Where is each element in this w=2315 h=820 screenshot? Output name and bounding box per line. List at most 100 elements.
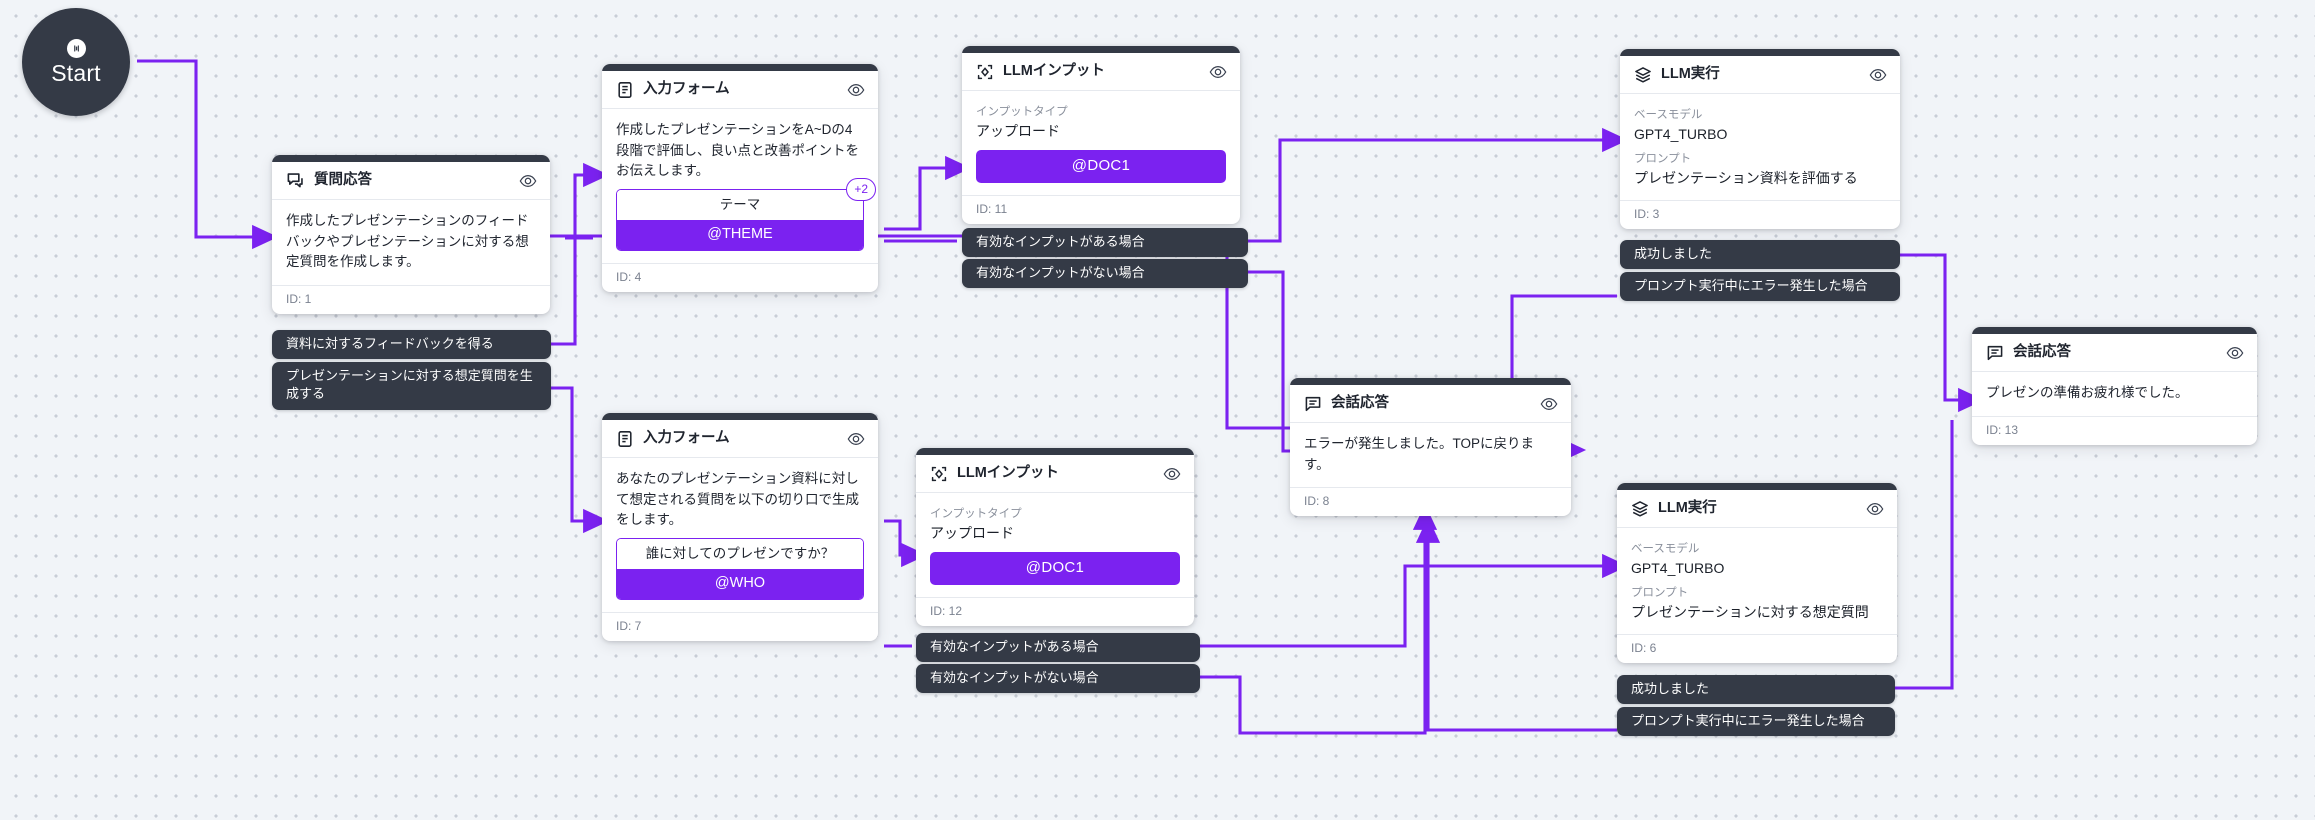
node-header: 会話応答 [1290, 385, 1571, 423]
doc-variable-pill[interactable]: @DOC1 [930, 551, 1180, 585]
node-title: LLM実行 [1658, 499, 1717, 516]
clipboard-icon [616, 81, 634, 99]
outcome-label-success-1[interactable]: 成功しました [1620, 240, 1900, 270]
outcome-label-text: 有効なインプットがない場合 [976, 265, 1145, 280]
node-chat-response-1[interactable]: 質問応答 作成したプレゼンテーションのフィードバックやプレゼンテーションに対する… [272, 155, 550, 314]
chat-response-icon [286, 171, 305, 190]
node-description: 作成したプレゼンテーションのフィードバックやプレゼンテーションに対する想定質問を… [286, 213, 529, 270]
prompt-value: プレゼンテーション資料を評価する [1634, 169, 1858, 186]
start-node[interactable]: Start [22, 8, 130, 116]
eye-icon[interactable] [1163, 465, 1181, 483]
node-title: 入力フォーム [643, 429, 730, 446]
node-body: インプットタイプ アップロード @DOC1 [916, 493, 1194, 598]
form-field-who[interactable]: 誰に対してのプレゼンですか？ @WHO [616, 537, 864, 601]
form-field-theme[interactable]: テーマ @THEME +2 [616, 177, 876, 252]
node-llm-exec-3[interactable]: LLM実行 ベースモデル GPT4_TURBO プロンプト プレゼンテーション資… [1620, 49, 1900, 230]
outcome-label-text: 資料に対するフィードバックを得る [286, 336, 494, 351]
outcome-label-generate-questions[interactable]: プレゼンテーションに対する想定質問を生成する [272, 362, 551, 410]
eye-icon[interactable] [847, 430, 865, 448]
outcome-label-feedback[interactable]: 資料に対するフィードバックを得る [272, 330, 551, 360]
outcome-label-valid-input-no-2[interactable]: 有効なインプットがない場合 [916, 664, 1200, 694]
node-conversation-response-8[interactable]: 会話応答 エラーが発生しました。TOPに戻ります。 ID: 8 [1290, 378, 1571, 517]
outcome-label-text: プロンプト実行中にエラー発生した場合 [1634, 278, 1868, 293]
base-model-value: GPT4_TURBO [1634, 126, 1728, 143]
eye-icon[interactable] [1209, 63, 1227, 81]
eye-icon[interactable] [519, 172, 537, 190]
node-id: ID: 4 [616, 270, 642, 285]
node-topbar [962, 46, 1240, 53]
form-variable: @THEME [617, 220, 863, 251]
llm-input-icon [930, 465, 948, 483]
node-topbar [272, 155, 550, 162]
outcome-label-valid-input-yes-1[interactable]: 有効なインプットがある場合 [962, 228, 1248, 258]
node-llm-input-11[interactable]: LLMインプット インプットタイプ アップロード @DOC1 ID: 11 [962, 46, 1240, 224]
outcome-label-prompt-error-2[interactable]: プロンプト実行中にエラー発生した場合 [1617, 707, 1895, 737]
node-body: あなたのプレゼンテーション資料に対して想定される質問を以下の切り口で生成をします… [602, 458, 878, 614]
node-description: エラーが発生しました。TOPに戻ります。 [1304, 436, 1535, 472]
node-conversation-response-13[interactable]: 会話応答 プレゼンの準備お疲れ様でした。 ID: 13 [1972, 327, 2257, 445]
node-header: LLMインプット [962, 53, 1240, 91]
node-title: 質問応答 [314, 171, 372, 188]
node-topbar [1620, 49, 1900, 56]
node-llm-input-12[interactable]: LLMインプット インプットタイプ アップロード @DOC1 ID: 12 [916, 448, 1194, 626]
outcome-label-valid-input-yes-2[interactable]: 有効なインプットがある場合 [916, 633, 1200, 663]
node-topbar [1617, 483, 1897, 490]
form-question: テーマ [617, 189, 863, 221]
node-body: ベースモデル GPT4_TURBO プロンプト プレゼンテーションに対する想定質… [1617, 528, 1897, 636]
node-body: プレゼンの準備お疲れ様でした。 [1972, 372, 2257, 417]
outcome-label-text: プロンプト実行中にエラー発生した場合 [1631, 713, 1865, 728]
audio-wave-icon [66, 39, 86, 58]
node-id: ID: 12 [930, 603, 963, 618]
node-topbar [1972, 327, 2257, 334]
node-description: あなたのプレゼンテーション資料に対して想定される質問を以下の切り口で生成をします… [616, 471, 859, 528]
outcome-label-text: 有効なインプットがある場合 [976, 234, 1145, 249]
outcome-label-text: 有効なインプットがある場合 [930, 639, 1099, 654]
layers-icon [1634, 66, 1652, 84]
eye-icon[interactable] [2226, 344, 2244, 362]
outcome-label-text: プレゼンテーションに対する想定質問を生成する [286, 368, 533, 402]
node-id: ID: 11 [976, 201, 1008, 216]
node-body: インプットタイプ アップロード @DOC1 [962, 91, 1240, 196]
node-title: 会話応答 [2013, 343, 2071, 360]
node-title: LLMインプット [957, 464, 1059, 481]
node-body: ベースモデル GPT4_TURBO プロンプト プレゼンテーション資料を評価する [1620, 94, 1900, 202]
node-description: 作成したプレゼンテーションをA~Dの4段階で評価し、良い点と改善ポイントをお伝え… [616, 122, 859, 179]
input-type-value: アップロード [930, 525, 1014, 542]
node-title: 入力フォーム [643, 80, 730, 97]
node-input-form-4[interactable]: 入力フォーム 作成したプレゼンテーションをA~Dの4段階で評価し、良い点と改善ポ… [602, 64, 878, 293]
eye-icon[interactable] [1540, 395, 1558, 413]
node-title: 会話応答 [1331, 394, 1389, 411]
eye-icon[interactable] [1869, 66, 1887, 84]
node-title: LLMインプット [1003, 62, 1105, 79]
node-header: 入力フォーム [602, 420, 878, 458]
node-body: エラーが発生しました。TOPに戻ります。 [1290, 423, 1571, 489]
node-header: LLM実行 [1620, 56, 1900, 94]
node-topbar [602, 413, 878, 420]
llm-input-icon [976, 63, 994, 81]
speech-bubble-icon [1304, 395, 1322, 413]
more-fields-badge[interactable]: +2 [846, 177, 876, 201]
node-topbar [1290, 378, 1571, 385]
node-input-form-7[interactable]: 入力フォーム あなたのプレゼンテーション資料に対して想定される質問を以下の切り口… [602, 413, 878, 642]
clipboard-icon [616, 430, 634, 448]
node-topbar [602, 64, 878, 71]
node-llm-exec-6[interactable]: LLM実行 ベースモデル GPT4_TURBO プロンプト プレゼンテーションに… [1617, 483, 1897, 664]
outcome-label-prompt-error-1[interactable]: プロンプト実行中にエラー発生した場合 [1620, 272, 1900, 302]
eye-icon[interactable] [1866, 500, 1884, 518]
node-header: 質問応答 [272, 162, 550, 200]
node-id: ID: 1 [286, 291, 312, 306]
input-type-label: インプットタイプ [930, 508, 1022, 520]
base-model-label: ベースモデル [1631, 543, 1700, 555]
node-header: LLM実行 [1617, 490, 1897, 528]
node-id: ID: 13 [1986, 422, 2019, 437]
outcome-label-text: 成功しました [1634, 246, 1713, 261]
outcome-label-success-2[interactable]: 成功しました [1617, 675, 1895, 705]
speech-bubble-icon [1986, 344, 2004, 362]
outcome-label-valid-input-no-1[interactable]: 有効なインプットがない場合 [962, 259, 1248, 289]
node-body: 作成したプレゼンテーションのフィードバックやプレゼンテーションに対する想定質問を… [272, 200, 550, 286]
node-header: 入力フォーム [602, 71, 878, 109]
node-id: ID: 3 [1634, 207, 1660, 222]
doc-variable-pill[interactable]: @DOC1 [976, 149, 1226, 183]
eye-icon[interactable] [847, 81, 865, 99]
